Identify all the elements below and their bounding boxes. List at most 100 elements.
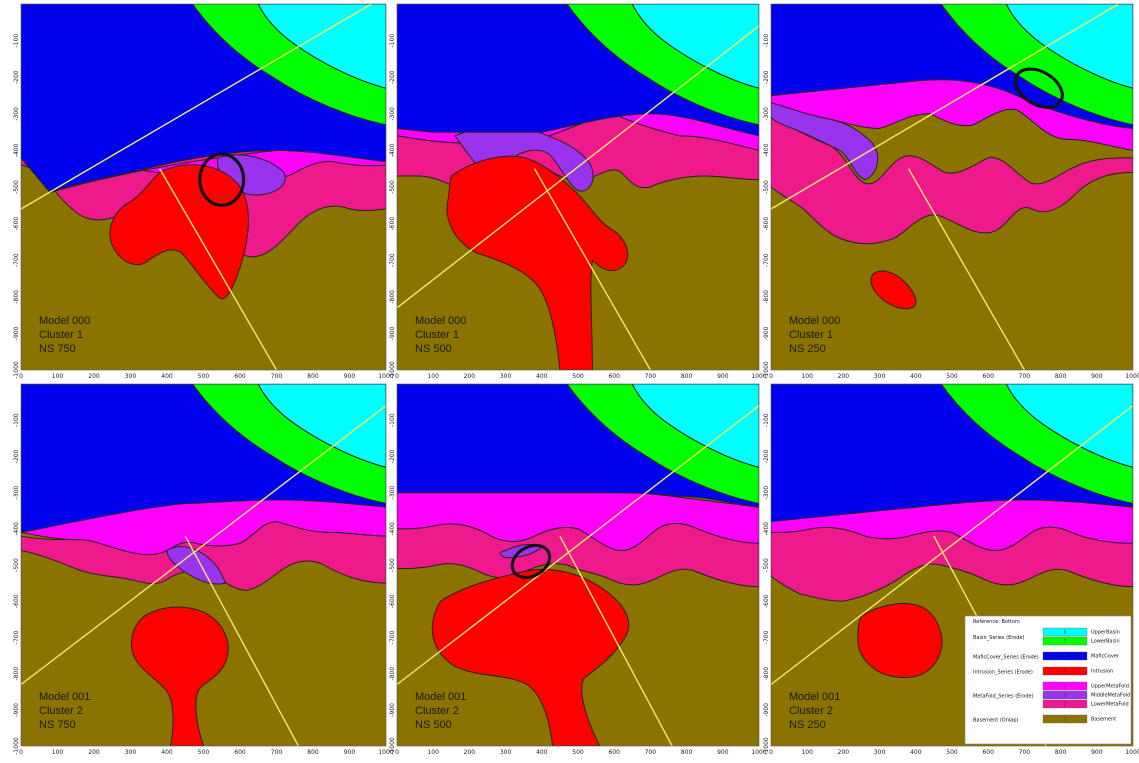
cluster-label: Cluster 1: [39, 329, 83, 341]
y-tick-label: -200: [763, 70, 770, 84]
upper-basin-unit: [257, 384, 387, 468]
legend-swatch: [1042, 651, 1088, 661]
x-tick-label: 200: [88, 373, 100, 380]
intrusion-unit: [431, 568, 630, 747]
x-tick-label: 700: [645, 749, 657, 756]
y-tick-label: -800: [763, 290, 770, 304]
section-map: [397, 4, 760, 371]
model-label: Model 000: [39, 315, 90, 327]
fault-line: [184, 535, 300, 747]
legend-unit-name: MiddleMetaFold: [1091, 693, 1130, 699]
legend-unit-number: 6: [1064, 654, 1067, 659]
x-tick-label: 300: [500, 749, 512, 756]
legend-swatch: [1042, 699, 1088, 709]
y-tick-label: -800: [389, 290, 396, 304]
y-tick-label: -500: [13, 558, 20, 572]
y-tick-label: -1000: [763, 361, 770, 379]
x-tick-label: 200: [464, 749, 476, 756]
legend-unit-name: Intrusion: [1091, 669, 1113, 675]
y-tick-label: -100: [13, 413, 20, 427]
x-tick-label: 100: [427, 749, 439, 756]
intrusion-unit: [130, 606, 229, 747]
upper-basin-unit: [631, 4, 760, 89]
panel-frame: [396, 3, 760, 371]
legend-unit-number: 7: [1064, 639, 1067, 644]
x-tick-label: 700: [645, 373, 657, 380]
section-map: [397, 384, 760, 747]
x-tick-label: 100: [801, 749, 813, 756]
x-tick-label: 600: [608, 749, 620, 756]
x-tick-label: 100: [52, 749, 64, 756]
intrusion-unit: [857, 602, 943, 679]
legend-unit-number: 8: [1064, 630, 1067, 635]
legend-title: Reference: Bottom: [973, 619, 1020, 625]
y-tick-label: -300: [389, 107, 396, 121]
highlight-ellipse: [198, 152, 246, 207]
y-tick-label: -300: [13, 486, 20, 500]
y-tick-label: -300: [763, 107, 770, 121]
upper-basin-unit: [631, 384, 760, 468]
x-tick-label: 700: [271, 749, 283, 756]
upper-basin-unit: [1005, 384, 1134, 468]
x-tick-label: 400: [910, 373, 922, 380]
x-tick-label: 600: [234, 749, 246, 756]
intrusion-unit: [109, 164, 249, 300]
x-tick-label: 500: [946, 749, 958, 756]
fault-line: [397, 405, 760, 686]
x-tick-label: 0: [395, 373, 399, 380]
y-tick-label: -800: [763, 667, 770, 681]
x-tick-label: 300: [500, 373, 512, 380]
ns-label: NS 750: [39, 719, 76, 731]
model-label: Model 000: [415, 315, 466, 327]
y-tick-label: -400: [763, 143, 770, 157]
highlight-ellipse: [1013, 67, 1064, 109]
y-tick-label: -300: [763, 486, 770, 500]
y-tick-label: -100: [389, 34, 396, 48]
x-tick-label: 800: [681, 373, 693, 380]
x-tick-label: 600: [982, 373, 994, 380]
y-tick-label: -700: [13, 630, 20, 644]
panel-frame: [396, 383, 760, 747]
panel-frame: [20, 383, 387, 747]
y-tick-label: -400: [389, 522, 396, 536]
legend-unit-number: 1: [1064, 717, 1067, 722]
legend-swatch: [1042, 636, 1088, 646]
x-tick-label: 1000: [378, 749, 393, 756]
panel-frame: [20, 3, 387, 371]
x-tick-label: 1000: [1125, 373, 1139, 380]
cluster-label: Cluster 2: [415, 705, 459, 717]
x-tick-label: 600: [234, 373, 246, 380]
y-tick-label: -400: [389, 143, 396, 157]
ns-label: NS 500: [415, 343, 452, 355]
legend-series-label: Intrusion_Series (Erode): [973, 670, 1033, 676]
x-tick-label: 500: [572, 749, 584, 756]
fault-line: [559, 535, 673, 747]
x-tick-label: 100: [52, 373, 64, 380]
y-tick-label: -900: [13, 326, 20, 340]
x-tick-label: 800: [307, 749, 319, 756]
section-map: [21, 384, 387, 747]
x-tick-label: 200: [88, 749, 100, 756]
fault-line: [21, 405, 387, 686]
section-map: [771, 4, 1134, 371]
y-tick-label: -300: [389, 486, 396, 500]
legend-swatch: [1042, 681, 1088, 691]
y-tick-label: -700: [389, 630, 396, 644]
legend-unit-number: 3: [1064, 693, 1067, 698]
x-tick-label: 600: [608, 373, 620, 380]
x-tick-label: 0: [769, 373, 773, 380]
y-tick-label: -500: [763, 180, 770, 194]
section-map: [771, 384, 1134, 747]
y-tick-label: -100: [763, 34, 770, 48]
x-tick-label: 500: [572, 373, 584, 380]
x-tick-label: 300: [874, 749, 886, 756]
y-tick-label: -200: [13, 449, 20, 463]
y-tick-label: -100: [13, 34, 20, 48]
x-tick-label: 900: [344, 373, 356, 380]
y-tick-label: -1000: [13, 737, 20, 755]
y-tick-label: -900: [389, 703, 396, 717]
